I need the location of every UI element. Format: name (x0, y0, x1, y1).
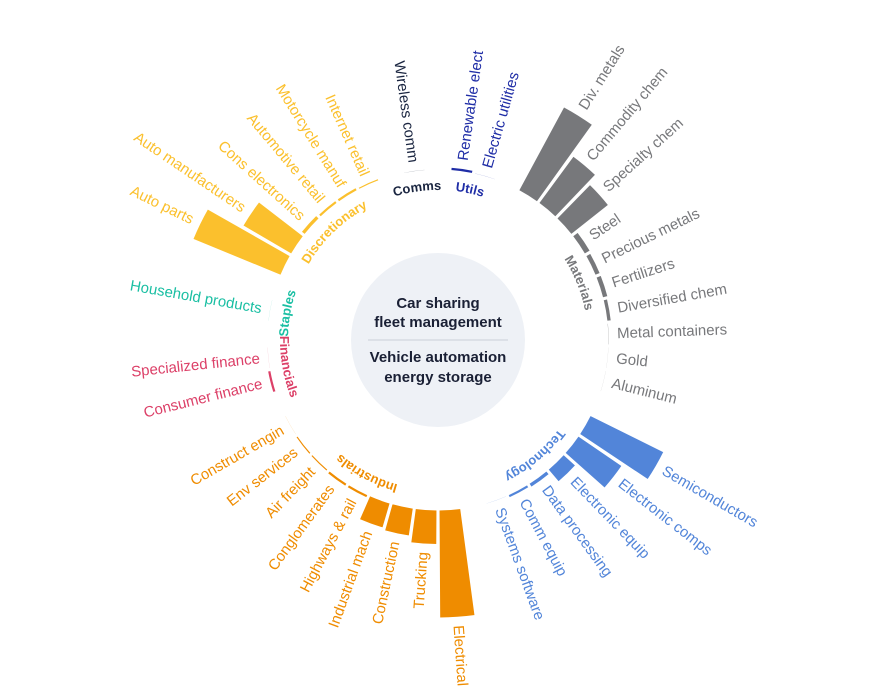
bar-precious-metals[interactable] (585, 252, 601, 277)
bar-label: Metal containers (617, 321, 728, 342)
bar-trucking[interactable] (410, 507, 438, 546)
bar-renewable-elect[interactable] (450, 166, 474, 175)
bar-consumer-finance[interactable] (266, 369, 277, 394)
center-bottom-line-1: Vehicle automation (370, 349, 507, 366)
bar-label: Auto parts (127, 183, 196, 228)
bar-semiconductors[interactable] (578, 414, 665, 481)
bar-automotive-retail[interactable] (317, 199, 338, 218)
bar-commodity-chem[interactable] (538, 155, 597, 218)
sector-label-financials: Financials (277, 336, 302, 399)
bar-auto-parts[interactable] (192, 208, 291, 277)
bar-env-services[interactable] (295, 435, 312, 456)
sector-label-staples: Staples (276, 288, 299, 337)
bar-highways-rail[interactable] (346, 484, 369, 499)
sector-label-comms: Comms (391, 178, 441, 199)
bar-label: Consumer finance (142, 376, 264, 422)
bar-label: Household products (129, 277, 263, 317)
bar-label: Trucking (411, 551, 432, 609)
bar-diversified-chem[interactable] (602, 298, 612, 322)
sector-label-utils: Utils (455, 179, 486, 200)
bar-specialty-chem[interactable] (556, 183, 610, 236)
bar-label: Wireless comm (390, 60, 421, 164)
sector-label-text: Industrials (333, 451, 399, 496)
sector-label-text: Comms (391, 178, 441, 199)
bar-gold[interactable] (605, 346, 610, 370)
bar-electronic-comps[interactable] (564, 435, 623, 489)
bar-data-processing[interactable] (528, 470, 550, 488)
sector-label-text: Utils (455, 179, 486, 200)
bar-label: Renewable elect (455, 49, 487, 162)
bar-construction[interactable] (383, 503, 414, 537)
bar-fertilizers[interactable] (595, 274, 609, 299)
bar-construct-engin[interactable] (283, 414, 298, 436)
bar-label: Electrical (449, 625, 470, 687)
bar-specialized-finance[interactable] (266, 346, 271, 370)
bar-label: Specialized finance (130, 350, 260, 380)
bar-auto-manufacturers[interactable] (242, 201, 305, 255)
bar-label: Aluminum (610, 375, 679, 408)
bar-cons-electronics[interactable] (300, 214, 320, 236)
bar-systems-software[interactable] (485, 495, 508, 505)
bar-household-products[interactable] (267, 298, 274, 322)
bar-label: Construction (369, 540, 403, 626)
center-top-line-2: fleet management (374, 314, 502, 331)
bar-comm-equip[interactable] (507, 484, 530, 499)
bar-electronic-equip[interactable] (547, 453, 577, 483)
center-top-line-1: Car sharing (396, 295, 479, 312)
center-bottom-line-2: energy storage (384, 369, 492, 386)
bar-steel[interactable] (571, 231, 591, 255)
bar-wireless-comm[interactable] (402, 168, 426, 175)
bar-electric-utilities[interactable] (473, 172, 497, 181)
sector-label-text: Staples (276, 288, 299, 337)
bar-conglomerates[interactable] (326, 470, 348, 488)
sector-label-text: Financials (277, 336, 302, 399)
bar-electrical[interactable] (438, 507, 476, 619)
bar-div-metals[interactable] (518, 106, 594, 203)
bar-motorcycle-manuf[interactable] (336, 186, 358, 203)
bar-label: Diversified chem (616, 281, 728, 317)
bar-label: Electric utilities (479, 70, 523, 170)
bar-air-freight[interactable] (310, 453, 329, 472)
bar-label: Div. metals (575, 42, 628, 113)
sector-label-discretionary: Discretionary (298, 197, 370, 266)
bar-metal-containers[interactable] (606, 322, 610, 346)
bar-industrial-mach[interactable] (358, 495, 391, 529)
bar-aluminum[interactable] (599, 369, 607, 393)
bar-internet-retail[interactable] (357, 177, 380, 191)
sector-label-industrials: Industrials (333, 451, 399, 496)
bar-label: Gold (615, 350, 648, 370)
sector-label-text: Discretionary (298, 197, 370, 266)
